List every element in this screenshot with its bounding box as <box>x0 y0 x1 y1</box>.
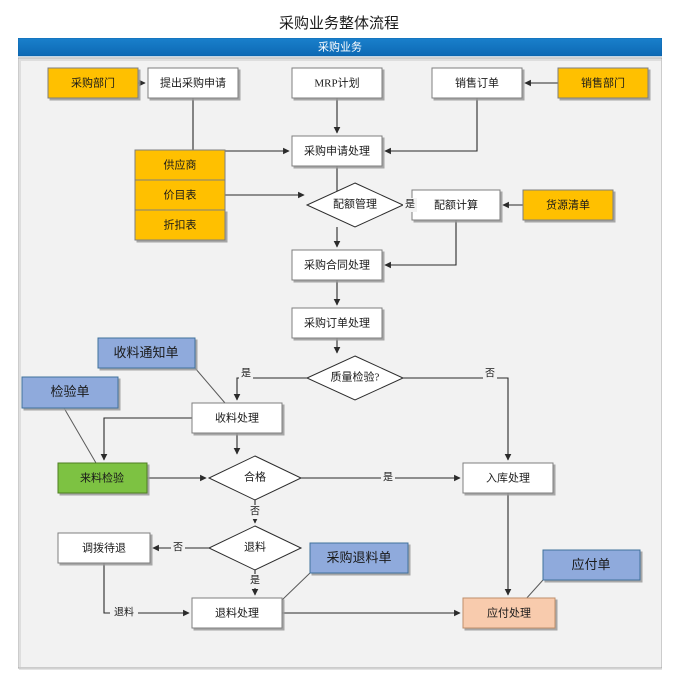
svg-text:是: 是 <box>383 471 393 483</box>
flowchart-diagram: 采购业务 <box>18 38 662 670</box>
node-label: 采购退料单 <box>326 550 391 565</box>
swimlane-band-label: 采购业务 <box>318 40 362 54</box>
node-label: 退料 <box>244 540 266 554</box>
edge-calc-to-contract <box>384 220 457 269</box>
node-label: 配额管理 <box>333 197 377 211</box>
node-label: 采购申请处理 <box>304 144 370 158</box>
leader-returnform-to-returnproc <box>281 572 311 601</box>
node-tuiliao[interactable]: 退料 <box>207 525 303 571</box>
node-shouliao-chuli[interactable]: 收料处理 <box>191 402 283 434</box>
node-label: 价目表 <box>164 188 197 202</box>
node-label: 采购部门 <box>71 76 115 90</box>
edge-quality-no-to-stockin <box>403 377 512 461</box>
edge-transfer-to-returnproc <box>103 563 190 617</box>
node-dingdan-chuli[interactable]: 采购订单处理 <box>291 307 383 339</box>
node-shouliao-tongzhi[interactable]: 收料通知单 <box>97 337 196 369</box>
edge-label-peie-shi: 是 <box>403 198 417 212</box>
node-label: 采购合同处理 <box>304 258 370 272</box>
node-label: 退料处理 <box>215 606 259 620</box>
node-tuiliao-chuli[interactable]: 退料处理 <box>191 597 283 629</box>
node-peie-jisuan[interactable]: 配额计算 <box>411 189 501 221</box>
node-tichu-shenqing[interactable]: 提出采购申请 <box>147 67 239 99</box>
svg-text:是: 是 <box>250 574 260 586</box>
node-gongyingshang[interactable]: 供应商 <box>134 149 226 181</box>
node-zhekoubiao[interactable]: 折扣表 <box>134 209 226 241</box>
node-ruku-chuli[interactable]: 入库处理 <box>462 462 554 494</box>
node-label: 来料检验 <box>80 471 124 485</box>
node-label: 销售订单 <box>455 76 499 90</box>
leader-inspectionform-to-incoming <box>63 407 97 464</box>
flowchart-canvas: 采购业务 <box>18 38 662 670</box>
node-label: 提出采购申请 <box>160 76 226 90</box>
page-title: 采购业务整体流程 <box>278 16 399 32</box>
edge-label-tuiliao-fou: 否 <box>171 541 185 555</box>
node-label: 收料通知单 <box>113 345 178 360</box>
svg-text:退料: 退料 <box>114 605 134 618</box>
node-label: 销售部门 <box>581 76 625 90</box>
edge-label-hege-shi: 是 <box>381 471 395 485</box>
node-label: 货源清单 <box>546 198 590 212</box>
svg-text:是: 是 <box>241 367 251 379</box>
leader-receivenotice-to-receive <box>194 367 226 404</box>
edge-label-quality-shi: 是 <box>239 367 253 381</box>
node-jiamubiao[interactable]: 价目表 <box>134 179 226 211</box>
node-jianyan-dan[interactable]: 检验单 <box>21 376 119 409</box>
edge-labels: 是 是 否 是 否 否 是 <box>110 198 497 620</box>
node-lailiao-jianyan[interactable]: 来料检验 <box>57 462 148 494</box>
svg-text:否: 否 <box>173 541 183 553</box>
node-label: 收料处理 <box>215 411 259 425</box>
node-label: 采购订单处理 <box>304 316 370 330</box>
edge-salesorder-to-process <box>384 98 478 155</box>
node-label: 供应商 <box>164 158 197 172</box>
node-label: MRP计划 <box>314 77 359 90</box>
node-label: 检验单 <box>50 384 89 399</box>
edge-label-tuiliao-lbl: 退料 <box>110 605 138 620</box>
node-label: 应付处理 <box>487 606 531 620</box>
node-mrp-jihua[interactable]: MRP计划 <box>291 67 383 99</box>
edge-receive-to-incoming <box>100 417 192 461</box>
node-label: 质量检验? <box>331 370 380 384</box>
edge-quality-yes-to-receive <box>233 377 307 401</box>
node-yingfu-chuli[interactable]: 应付处理 <box>462 597 556 629</box>
canvas-shadow <box>19 59 662 670</box>
svg-text:否: 否 <box>250 505 260 517</box>
node-zhiliang-jianyan[interactable]: 质量检验? <box>305 355 405 401</box>
svg-text:是: 是 <box>405 198 415 210</box>
node-label: 合格 <box>244 470 266 484</box>
node-hetong-chuli[interactable]: 采购合同处理 <box>291 249 383 281</box>
node-label: 入库处理 <box>486 472 530 485</box>
node-xiaoshou-dingdan[interactable]: 销售订单 <box>431 67 523 99</box>
node-label: 配额计算 <box>434 198 478 212</box>
node-huoyuan-qingdan[interactable]: 货源清单 <box>522 189 614 221</box>
node-caigou-bumen[interactable]: 采购部门 <box>47 67 139 99</box>
edge-label-hege-fou: 否 <box>248 505 262 519</box>
node-xiaoshou-bumen[interactable]: 销售部门 <box>557 67 649 99</box>
node-peie-guanli[interactable]: 配额管理 <box>305 182 405 228</box>
node-diaobo-daitui[interactable]: 调拨待退 <box>57 532 151 564</box>
swimlane-band-header: 采购业务 <box>18 38 662 57</box>
edge-label-tuiliao-shi: 是 <box>248 574 262 588</box>
node-caigou-tuiliao[interactable]: 采购退料单 <box>309 542 409 574</box>
node-label: 调拨待退 <box>82 541 126 555</box>
node-shenqing-chuli[interactable]: 采购申请处理 <box>291 135 383 167</box>
edge-label-quality-fou: 否 <box>483 367 497 381</box>
node-label: 应付单 <box>571 557 610 572</box>
node-hege[interactable]: 合格 <box>207 455 303 501</box>
node-yingfu-dan[interactable]: 应付单 <box>542 549 641 581</box>
node-label: 折扣表 <box>164 218 197 232</box>
svg-text:否: 否 <box>485 367 495 379</box>
leader-payableform-to-payable <box>524 579 544 601</box>
